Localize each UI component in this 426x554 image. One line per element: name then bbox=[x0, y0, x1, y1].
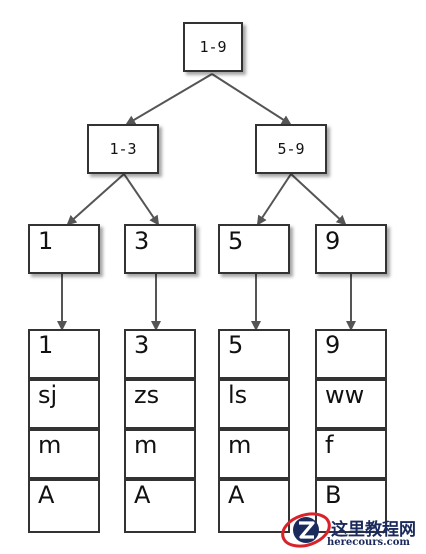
leaf-node-3: 3 bbox=[124, 224, 196, 274]
leaf-node-1: 1 bbox=[28, 224, 100, 274]
arrow-root-to-1-3 bbox=[125, 73, 213, 126]
record-value: A bbox=[228, 481, 245, 509]
record-cell: sj bbox=[28, 379, 100, 429]
record-cell: zs bbox=[124, 379, 196, 429]
root-node: 1-9 bbox=[183, 22, 243, 72]
record-cell: 5 bbox=[218, 329, 290, 379]
record-cell: ls bbox=[218, 379, 290, 429]
arrow-5-9-to-leaf-5 bbox=[256, 173, 292, 226]
record-value: ls bbox=[228, 381, 248, 409]
leaf-key: 5 bbox=[228, 227, 244, 255]
record-cell: 3 bbox=[124, 329, 196, 379]
record-cell: ww bbox=[315, 379, 387, 429]
record-value: sj bbox=[38, 381, 58, 409]
record-value: zs bbox=[134, 381, 160, 409]
leaf-node-9: 9 bbox=[315, 224, 387, 274]
internal-node-label: 1-3 bbox=[109, 140, 137, 158]
z-logo-icon bbox=[281, 512, 331, 548]
record-value: m bbox=[134, 431, 158, 459]
record-cell: A bbox=[124, 479, 196, 533]
leaf-node-5: 5 bbox=[218, 224, 290, 274]
internal-node-label: 5-9 bbox=[277, 140, 305, 158]
record-value: m bbox=[228, 431, 252, 459]
record-cell: m bbox=[28, 429, 100, 479]
watermark-title: 这里教程网 bbox=[331, 520, 416, 540]
record-value: 1 bbox=[38, 331, 54, 359]
record-value: 3 bbox=[134, 331, 150, 359]
arrow-root-to-5-9 bbox=[211, 73, 292, 126]
arrow-5-9-to-leaf-9 bbox=[290, 173, 347, 226]
record-cell: 9 bbox=[315, 329, 387, 379]
record-value: m bbox=[38, 431, 62, 459]
record-value: 9 bbox=[325, 331, 341, 359]
root-node-label: 1-9 bbox=[199, 38, 227, 56]
record-value: 5 bbox=[228, 331, 244, 359]
record-value: ww bbox=[325, 381, 365, 409]
record-value: A bbox=[134, 481, 151, 509]
leaf-key: 1 bbox=[38, 227, 54, 255]
record-cell: B bbox=[315, 479, 387, 533]
record-value: f bbox=[325, 431, 334, 459]
record-value: B bbox=[325, 481, 342, 509]
record-cell: A bbox=[218, 479, 290, 533]
leaf-key: 3 bbox=[134, 227, 150, 255]
record-value: A bbox=[38, 481, 55, 509]
record-cell: 1 bbox=[28, 329, 100, 379]
internal-node-1-3: 1-3 bbox=[87, 124, 159, 174]
record-cell: f bbox=[315, 429, 387, 479]
watermark-url: herecours.com bbox=[326, 537, 410, 548]
arrow-1-3-to-leaf-3 bbox=[123, 173, 160, 226]
internal-node-5-9: 5-9 bbox=[255, 124, 327, 174]
record-cell: m bbox=[124, 429, 196, 479]
arrow-1-3-to-leaf-1 bbox=[66, 173, 125, 226]
record-cell: A bbox=[28, 479, 100, 533]
leaf-key: 9 bbox=[325, 227, 341, 255]
record-cell: m bbox=[218, 429, 290, 479]
